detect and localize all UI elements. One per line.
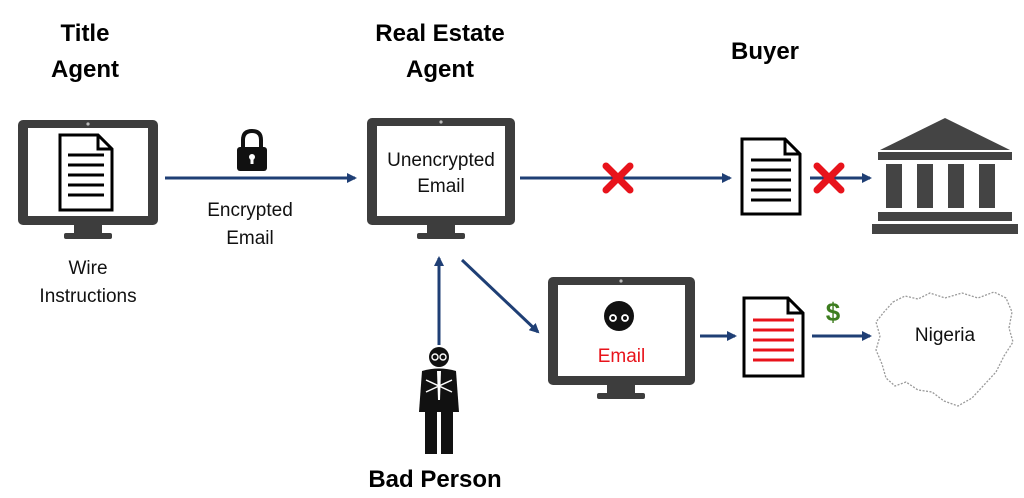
title-agent-heading: Title Agent (30, 16, 140, 88)
unencrypted-email-line1: Unencrypted (387, 150, 495, 171)
real-estate-agent-heading: Real Estate Agent (345, 16, 535, 88)
fake-email-label: Email (597, 346, 646, 367)
intercepted-arrow (460, 258, 540, 334)
hacker-icon (604, 301, 634, 331)
lock-icon (237, 128, 267, 171)
unencrypted-email-label: Unencrypted Email (377, 148, 505, 200)
encrypted-email-label: Encrypted Email (185, 197, 315, 253)
title-agent-heading-line1: Title (60, 20, 110, 47)
unencrypted-email-line2: Email (417, 176, 465, 197)
nigeria-map-icon (875, 291, 1014, 407)
fraud-document-icon (742, 296, 805, 378)
nigeria-label: Nigeria (914, 325, 976, 346)
encrypted-email-line1: Encrypted (207, 200, 293, 221)
buyer-heading: Buyer (730, 38, 800, 65)
title-agent-heading-line2: Agent (51, 56, 119, 83)
wire-document-icon (58, 133, 114, 212)
wire-instructions-label: Wire Instructions (18, 255, 158, 311)
red-x-icon (813, 162, 845, 194)
real-estate-agent-monitor (367, 118, 515, 239)
bad-person-heading: Bad Person (368, 466, 502, 493)
fake-email-monitor (548, 277, 695, 399)
red-x-icon (602, 162, 634, 194)
real-estate-agent-heading-line2: Agent (406, 56, 474, 83)
encrypted-email-line2: Email (226, 228, 274, 249)
wire-instructions-line1: Wire (68, 258, 108, 279)
real-estate-agent-heading-line1: Real Estate (375, 20, 505, 47)
money-symbol: $ (825, 297, 841, 327)
bank-icon (872, 118, 1018, 234)
wire-instructions-line2: Instructions (39, 286, 137, 307)
bad-person-figure (419, 347, 459, 454)
buyer-document-icon (740, 137, 802, 216)
